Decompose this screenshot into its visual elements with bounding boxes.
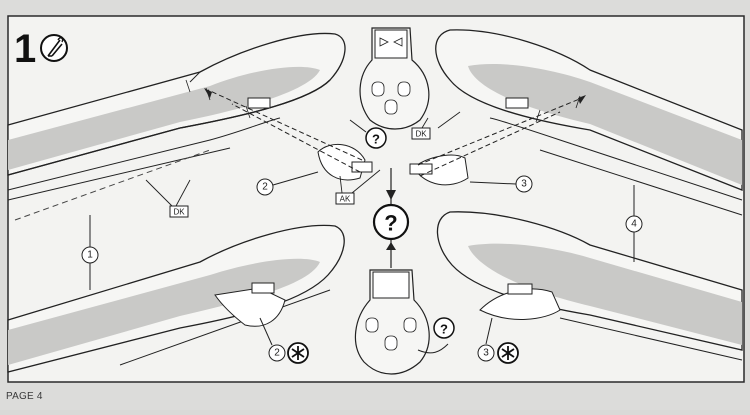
flag-label-dk-left: DK <box>173 208 185 217</box>
callout-part2-alt-label: 2 <box>274 348 280 359</box>
right-lower-tailplane <box>436 211 743 361</box>
flag-icon: AK <box>335 169 381 205</box>
callout-part1-label: 1 <box>87 250 93 261</box>
glue-icon <box>40 34 68 62</box>
callout-part4: 4 <box>625 185 643 262</box>
callout-part3: 3 <box>469 175 533 193</box>
callout-part4-label: 4 <box>631 219 637 230</box>
question-marker-top: ? <box>372 132 380 147</box>
right-upper-tailplane <box>435 29 743 216</box>
callout-part1: 1 <box>81 215 99 290</box>
question-marker-center: ? <box>384 211 397 236</box>
asterisk-icon <box>287 342 309 364</box>
flag-label-ak: AK <box>340 195 351 204</box>
left-lower-tailplane <box>7 224 345 373</box>
flag-label-dk-right: DK <box>415 130 427 139</box>
page-label: PAGE 4 <box>6 391 43 402</box>
question-icon: ? <box>433 317 455 339</box>
left-upper-tailplane <box>7 32 346 221</box>
callout-part2-alt: 2 <box>259 317 286 362</box>
step-number: 1 <box>14 27 36 71</box>
callout-part3-alt-label: 3 <box>483 348 489 359</box>
callout-part2: 2 <box>256 171 319 196</box>
question-icon: ? <box>349 119 387 149</box>
callout-part3-alt: 3 <box>477 317 495 362</box>
flag-icon: DK <box>411 111 461 140</box>
parts-and-arrows <box>185 79 586 268</box>
fuselage-bottom-view <box>354 269 449 375</box>
callout-part2-label: 2 <box>262 182 268 193</box>
question-marker-bottom: ? <box>440 322 448 337</box>
asterisk-icon <box>497 342 519 364</box>
callout-part3-label: 3 <box>521 179 527 190</box>
question-icon: ? <box>372 203 410 241</box>
flag-icon: DK <box>145 179 191 218</box>
fuselage-top-view <box>359 27 430 130</box>
